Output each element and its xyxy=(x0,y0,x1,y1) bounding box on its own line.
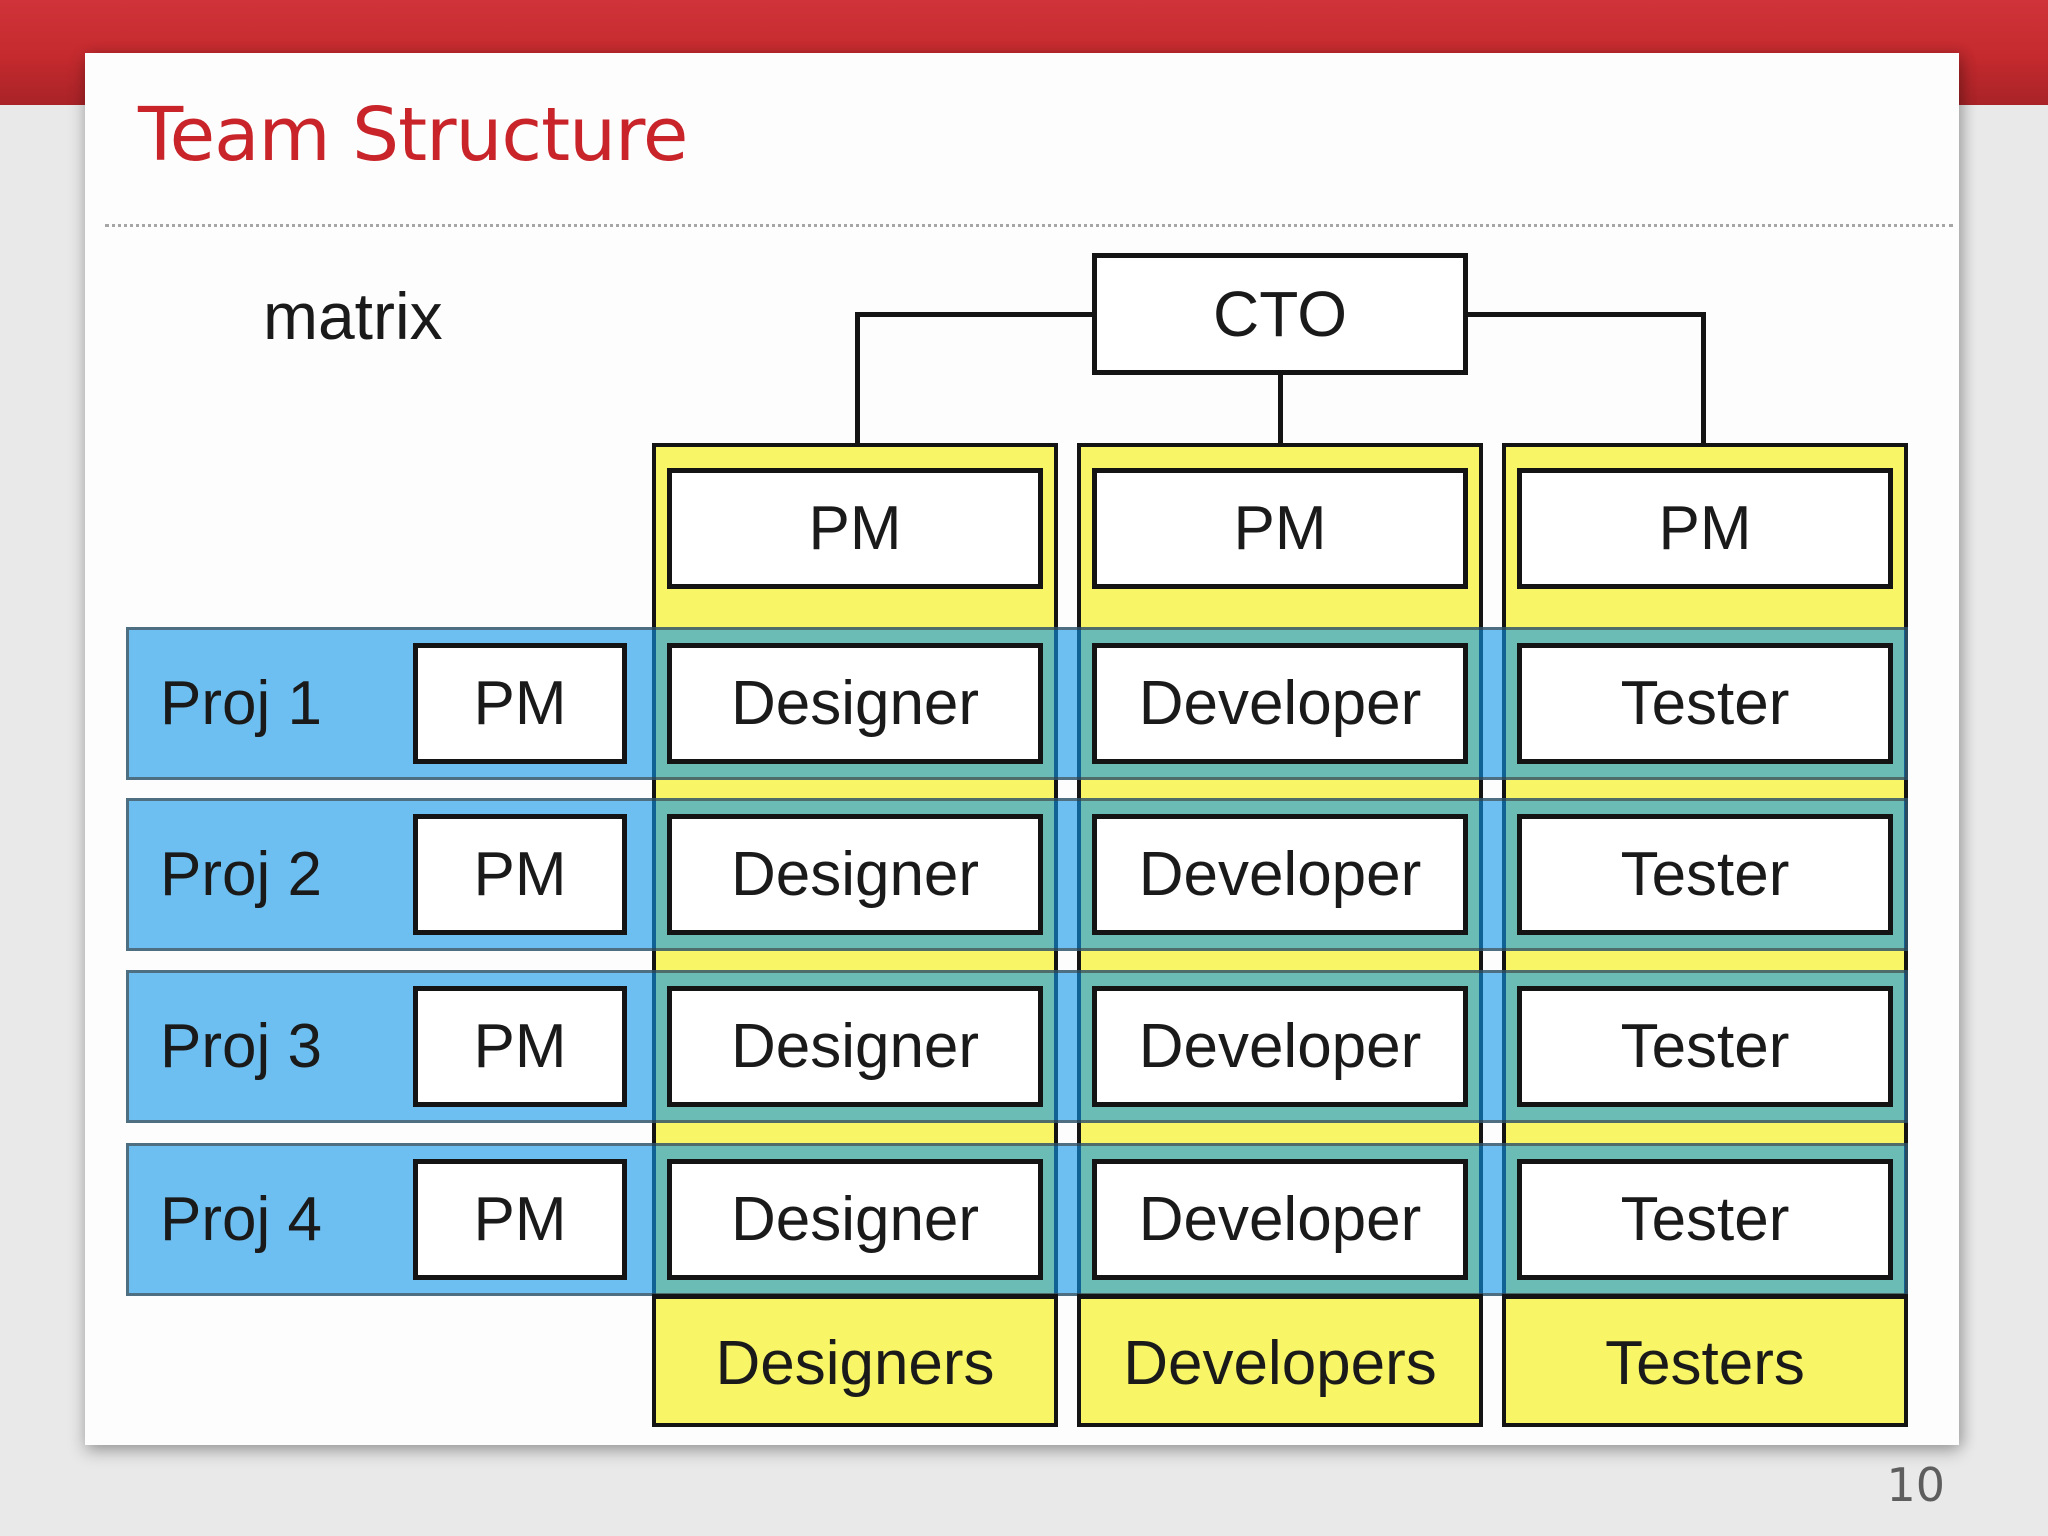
title-divider xyxy=(105,224,1953,227)
cto-box: CTO xyxy=(1092,253,1468,375)
project-pm-box-4: PM xyxy=(413,1159,627,1280)
tester-box-row1: Tester xyxy=(1517,643,1893,764)
connector-left-vertical xyxy=(855,312,860,443)
designer-box-row3: Designer xyxy=(667,986,1043,1107)
project-label-4: Proj 4 xyxy=(160,1185,322,1254)
project-label-2: Proj 2 xyxy=(160,840,322,909)
tester-box-row3: Tester xyxy=(1517,986,1893,1107)
designer-box-row2: Designer xyxy=(667,814,1043,935)
developer-box-row2: Developer xyxy=(1092,814,1468,935)
project-pm-box-3: PM xyxy=(413,986,627,1107)
connector-cto-left-horizontal xyxy=(857,312,1094,317)
pm-header-designers: PM xyxy=(667,468,1043,589)
designers-group-label: Designers xyxy=(715,1328,995,1398)
matrix-label: matrix xyxy=(263,279,443,353)
slide: Team Structure matrix CTO PM PM PM Proj … xyxy=(85,53,1959,1445)
pm-header-developers: PM xyxy=(1092,468,1468,589)
testers-footer-divider xyxy=(1502,1294,1908,1299)
designer-box-row4: Designer xyxy=(667,1159,1043,1280)
designer-box-row1: Designer xyxy=(667,643,1043,764)
testers-group-label: Testers xyxy=(1605,1328,1805,1398)
project-label-1: Proj 1 xyxy=(160,669,322,738)
pm-header-testers: PM xyxy=(1517,468,1893,589)
tester-box-row4: Tester xyxy=(1517,1159,1893,1280)
page-number: 10 xyxy=(1886,1458,1945,1512)
developer-box-row1: Developer xyxy=(1092,643,1468,764)
developers-group-label: Developers xyxy=(1123,1328,1437,1398)
developers-footer-divider xyxy=(1077,1294,1483,1299)
project-pm-box-1: PM xyxy=(413,643,627,764)
project-pm-box-2: PM xyxy=(413,814,627,935)
designers-footer-divider xyxy=(652,1294,1058,1299)
project-label-3: Proj 3 xyxy=(160,1012,322,1081)
connector-cto-right-horizontal xyxy=(1466,312,1705,317)
connector-right-vertical xyxy=(1701,312,1706,443)
developer-box-row4: Developer xyxy=(1092,1159,1468,1280)
connector-middle-vertical xyxy=(1278,373,1283,443)
developer-box-row3: Developer xyxy=(1092,986,1468,1107)
page-title: Team Structure xyxy=(138,92,688,178)
tester-box-row2: Tester xyxy=(1517,814,1893,935)
